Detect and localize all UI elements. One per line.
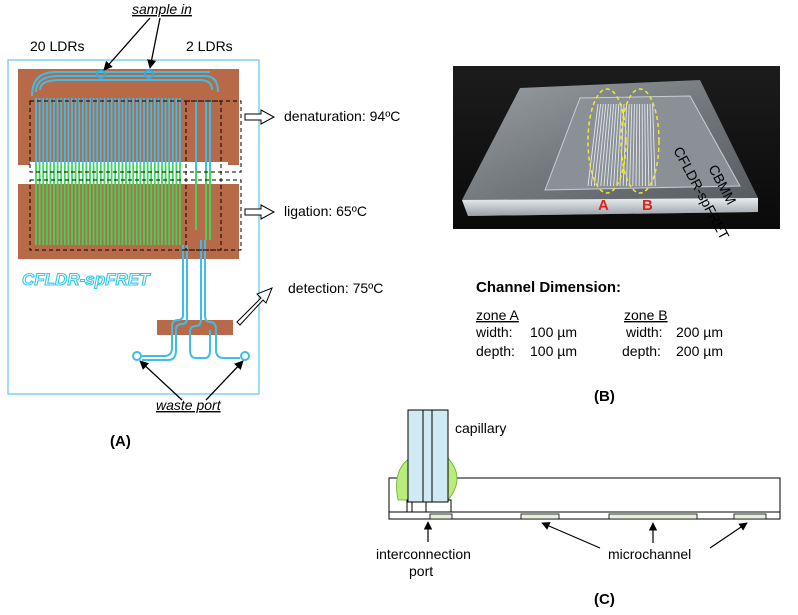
- detection-heater: [157, 320, 233, 335]
- microchannel-1: [520, 513, 560, 520]
- photo-channel-line: [590, 103, 602, 187]
- microchannel-2: [608, 513, 698, 520]
- photo-channel-line: [622, 103, 628, 187]
- detection-arrow-icon: [236, 287, 273, 326]
- waste-arrow-left: [139, 360, 183, 401]
- glass-chip-edge: [462, 198, 758, 216]
- chip-name: CFLDR-spFRET: [22, 270, 151, 289]
- right-ldrs-label: 2 LDRs: [186, 38, 233, 54]
- photo-channel-line: [635, 103, 638, 187]
- photo-channel-line: [646, 103, 650, 187]
- chip-outline: [7, 59, 260, 395]
- capillary: [407, 409, 449, 503]
- photo-channel-line: [609, 103, 617, 187]
- photo-channel-line: [616, 103, 622, 187]
- zone-b-depth-value: 200 µm: [676, 343, 723, 359]
- photo-channel-line: [587, 103, 599, 187]
- zone-a-depth-label: depth:: [476, 343, 515, 359]
- ligation-channels: [35, 163, 181, 245]
- panel-a-label: (A): [110, 433, 131, 450]
- photo-channel-line: [606, 103, 615, 187]
- zone-b-width-label: width:: [625, 324, 663, 340]
- right-zone-outline: [185, 100, 222, 251]
- interconnection-channel: [429, 513, 453, 520]
- photo-channel-line: [600, 103, 609, 187]
- photo-channel-line: [613, 103, 620, 187]
- interconnection-label-line2: port: [409, 563, 433, 579]
- zone-b-width-value: 200 µm: [676, 324, 723, 340]
- photo-channel-line: [603, 103, 612, 187]
- ligation-zone-outline: [29, 179, 242, 251]
- panel-c-label: (C): [594, 591, 615, 608]
- panel-b-label: (B): [594, 388, 615, 405]
- panel-c: capillary interconnection port microchan…: [376, 409, 781, 608]
- zone-b-heading: zone B: [624, 307, 668, 323]
- capillary-label: capillary: [455, 420, 506, 436]
- denaturation-channels: [35, 98, 181, 163]
- ligation-arrow-icon: [244, 204, 276, 220]
- panel-a: CFLDR-spFRET sample in 20 LDRs 2 LDRs de…: [7, 1, 400, 450]
- photo-channel-line: [593, 103, 604, 187]
- zone-b-outline: [620, 88, 660, 194]
- left-ldrs-label: 20 LDRs: [30, 38, 84, 54]
- zone-a-label: A: [598, 197, 609, 214]
- ligation-label: ligation: 65ºC: [284, 203, 367, 219]
- waste-port-label: waste port: [156, 397, 222, 413]
- denaturation-arrow-icon: [244, 109, 276, 125]
- photo-channel-line: [644, 103, 647, 187]
- microchannel-3: [733, 513, 767, 520]
- microchannel-arrow-left: [541, 522, 601, 549]
- photo-channel-line: [629, 103, 633, 187]
- zone-b-depth-label: depth:: [622, 343, 661, 359]
- zone-a-depth-value: 100 µm: [530, 343, 577, 359]
- right-ldr-channels: [195, 100, 211, 240]
- microchannel-arrow-right: [709, 522, 748, 549]
- sample-in-arrow-left: [103, 17, 151, 71]
- zone-a-outline: [587, 88, 627, 194]
- zone-a-width-value: 100 µm: [530, 324, 577, 340]
- photo-channel-line: [649, 103, 653, 187]
- inlet-manifold: [31, 69, 219, 97]
- zone-a-width-label: width:: [475, 324, 513, 340]
- denaturation-label: denaturation: 94ºC: [284, 108, 400, 124]
- zone-a-heading: zone A: [476, 307, 519, 323]
- sample-in-label: sample in: [132, 1, 192, 17]
- photo-channel-line: [632, 103, 635, 187]
- sample-in-arrow-right: [147, 17, 161, 69]
- channel-dimension-title: Channel Dimension:: [476, 279, 621, 296]
- waste-arrow-right: [205, 360, 244, 401]
- microchannel-label: microchannel: [608, 546, 691, 562]
- photo-channel-line: [625, 103, 630, 187]
- detection-channels: [132, 240, 250, 361]
- photo-channel-line: [597, 103, 607, 187]
- panel-b: CFLDR-spFRET CBMM A B Channel Dimension:…: [453, 66, 780, 405]
- zone-b-label: B: [642, 197, 653, 214]
- interconnection-label-line1: interconnection: [376, 546, 471, 562]
- denaturation-zone-outline: [29, 100, 242, 173]
- detection-label: detection: 75ºC: [288, 280, 383, 296]
